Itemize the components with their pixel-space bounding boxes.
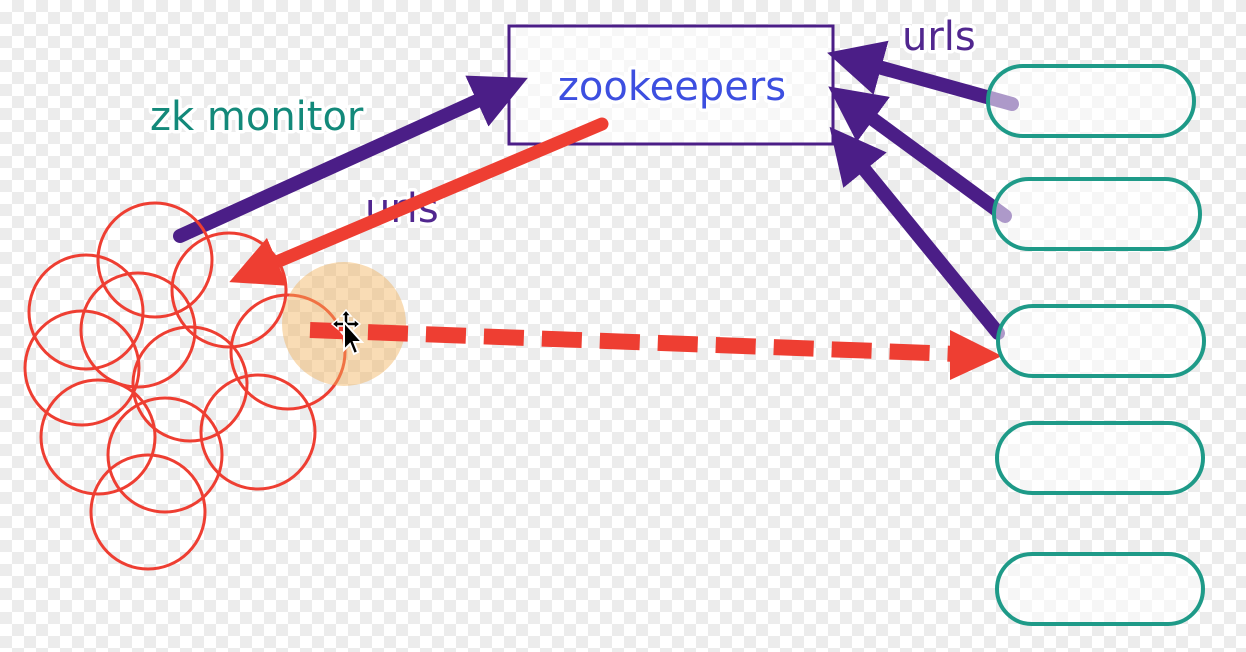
client-node bbox=[199, 373, 317, 491]
server-node bbox=[995, 552, 1205, 626]
client-cluster bbox=[23, 201, 347, 571]
client-node bbox=[229, 293, 347, 411]
client-to-server-arrowhead bbox=[950, 330, 1002, 380]
client-node bbox=[131, 325, 249, 443]
urls-to-cluster-arrow bbox=[229, 117, 609, 286]
client-node bbox=[170, 231, 288, 349]
client-node bbox=[39, 378, 157, 496]
zookeepers-box bbox=[507, 24, 835, 146]
client-node bbox=[96, 201, 214, 319]
client-node bbox=[79, 271, 197, 389]
client-node bbox=[23, 309, 141, 427]
server-1-arrow bbox=[827, 40, 1019, 111]
server-node bbox=[996, 304, 1206, 378]
client-node bbox=[106, 396, 224, 514]
urls-label-top: urls bbox=[902, 14, 976, 60]
client-node bbox=[27, 253, 145, 371]
move-cursor-icon[interactable] bbox=[330, 308, 365, 356]
server-3-arrow bbox=[829, 126, 1005, 340]
server-node bbox=[986, 64, 1196, 138]
client-node bbox=[89, 453, 207, 571]
zk-monitor-arrow bbox=[173, 75, 528, 243]
zookeepers-label: zookeepers bbox=[558, 64, 786, 110]
server-node bbox=[992, 177, 1202, 251]
server-list bbox=[986, 64, 1206, 626]
client-to-server-arrow bbox=[309, 322, 959, 362]
server-2-arrow bbox=[828, 86, 1012, 223]
zk-monitor-label: zk monitor bbox=[150, 94, 364, 140]
server-node bbox=[995, 421, 1205, 495]
